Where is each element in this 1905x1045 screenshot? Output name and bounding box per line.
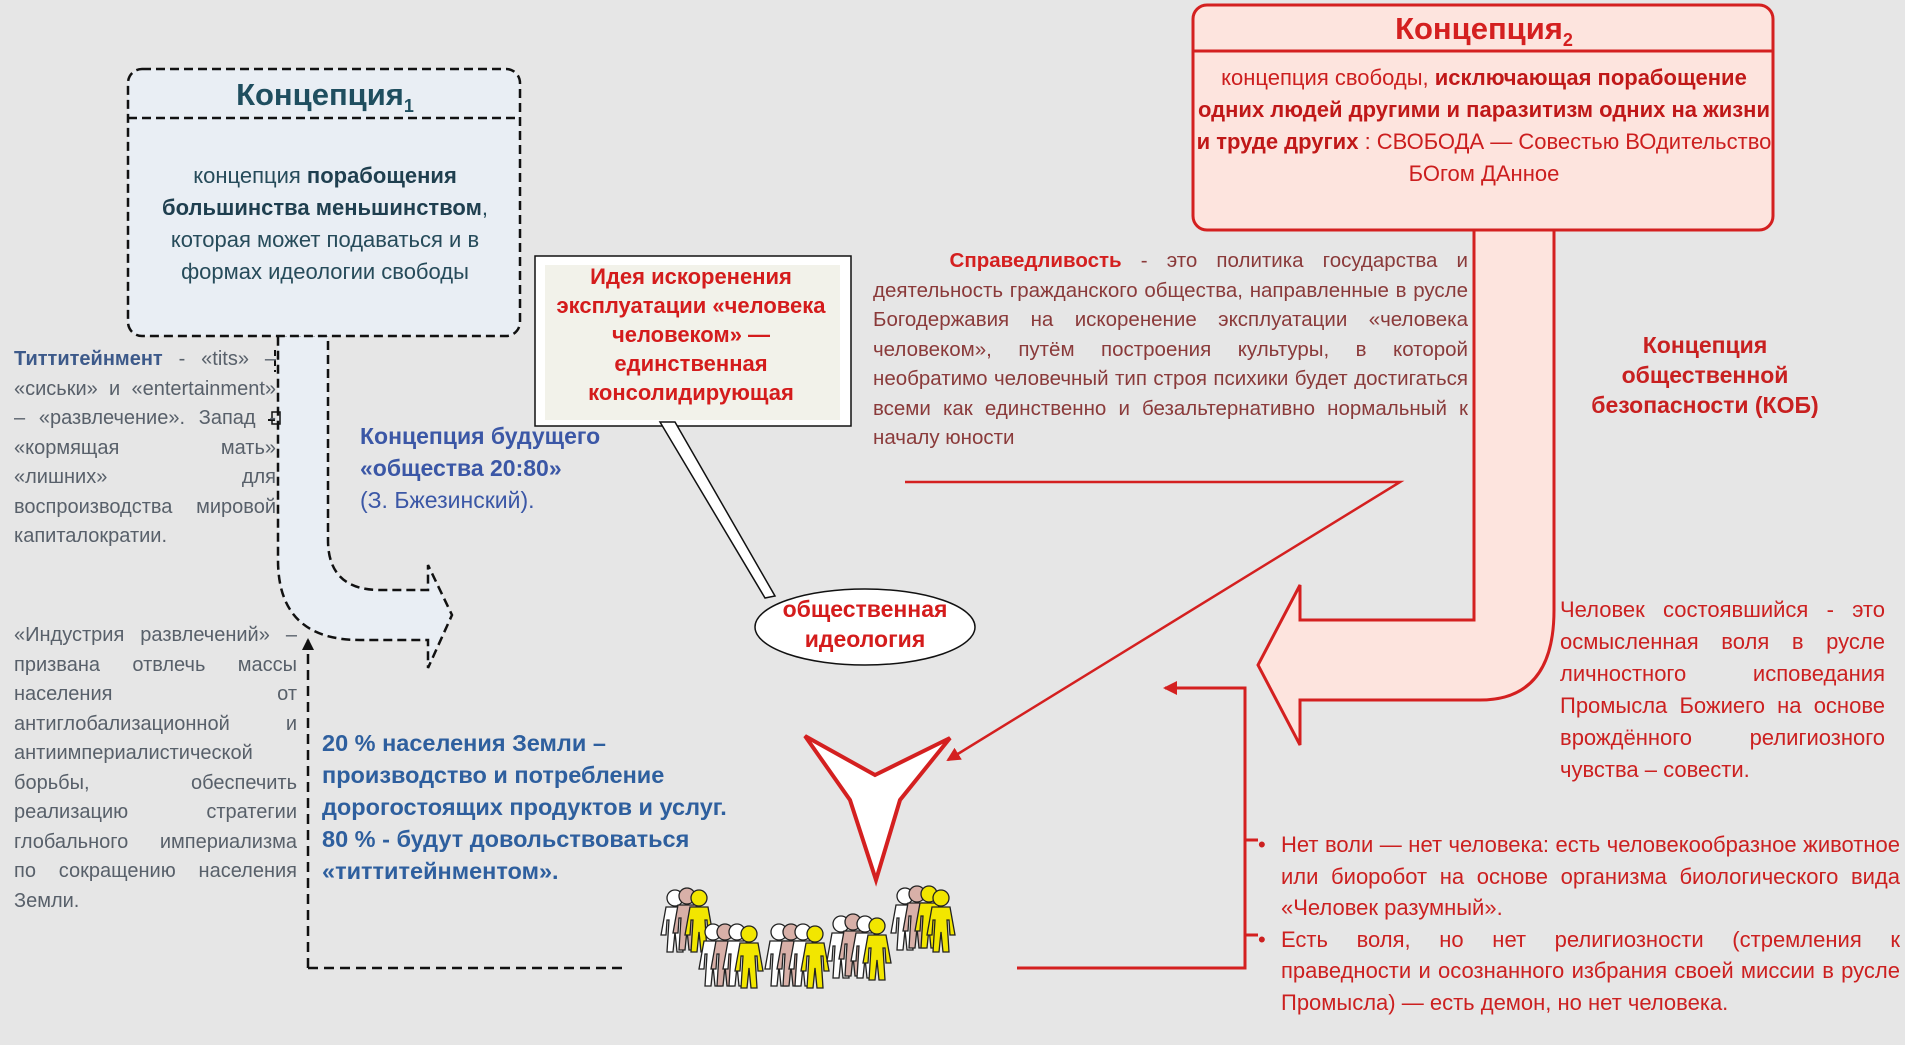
crowd-people-icon — [660, 885, 956, 989]
tittitainment-term: Титтитейнмент — [14, 348, 163, 370]
concept2-box — [1191, 3, 1775, 232]
justice-term: Справедливость — [949, 249, 1122, 272]
kob-label: Концепция общественной безопасности (КОБ… — [1591, 332, 1819, 418]
population-line1: 20 % населения Земли – производство и по… — [322, 730, 727, 820]
ideology-bubble — [754, 588, 976, 666]
future-concept-title: Концепция будущего «общества 20:80» — [360, 423, 601, 481]
concept1-body-pre: концепция — [193, 163, 307, 188]
tittitainment-paragraph: Титтитейнмент - «tits» – «сиськи» и «ent… — [14, 345, 276, 552]
person-paragraph: Человек состоявшийся - это осмысленная в… — [1560, 597, 1885, 782]
concept1-box — [126, 67, 522, 338]
future-concept-author: (З. Бжезинский). — [360, 487, 535, 513]
concept1-title-text: Концепция — [236, 77, 404, 112]
industry-paragraph: «Индустрия развлечений» – призвана отвле… — [14, 624, 297, 912]
concept1-title-sub: 1 — [403, 96, 414, 117]
concept2-body: концепция свободы, исключающая порабощен… — [1195, 62, 1773, 190]
concept1-curved-arrow — [276, 333, 454, 669]
ideology-bubble-text: общественная идеология — [782, 596, 948, 652]
population-line2: 80 % - будут довольствоваться «титтитейн… — [322, 826, 690, 884]
justice-text: - это политика государства и деятельност… — [873, 249, 1468, 449]
bullet-item: •Есть воля, но нет религиозности (стремл… — [1258, 926, 1900, 1015]
concept2-title-text: Концепция — [1395, 11, 1563, 46]
concept2-curved-arrow — [1256, 226, 1556, 746]
concept2-body-pre: концепция свободы, — [1221, 65, 1435, 90]
concept1-body-bold: порабощения большинства меньшинством — [162, 163, 482, 220]
tittitainment-text: - «tits» – «сиськи» и «entertainment» – … — [14, 348, 276, 547]
population-text: 20 % населения Земли – производство и по… — [322, 727, 742, 887]
concept2-body-bold: исключающая порабощение одних людей друг… — [1196, 65, 1770, 154]
idea-box-text: Идея искоренения эксплуатации «человека … — [556, 264, 826, 405]
bullet-text: Нет воли — нет человека: есть человекооб… — [1281, 832, 1900, 920]
concept2-body-post: : СВОБОДА — Совестью ВОдительство БОгом … — [1358, 129, 1772, 186]
future-concept: Концепция будущего «общества 20:80» (З. Б… — [360, 420, 620, 516]
concept2-title: Концепция2 — [1195, 9, 1773, 51]
concept1-body: концепция порабощения большинства меньши… — [130, 160, 520, 288]
bullet-item: •Нет воли — нет человека: есть человекоо… — [1258, 832, 1900, 920]
down-arrow — [803, 734, 952, 887]
bullet-text: Есть воля, но нет религиозности (стремле… — [1281, 926, 1900, 1015]
justice-paragraph: Справедливость - это политика государств… — [873, 246, 1468, 453]
will-bullets: •Нет воли — нет человека: есть человекоо… — [1255, 829, 1900, 1018]
concept1-body-post: , которая может подаваться и в формах ид… — [170, 195, 488, 284]
concept2-title-sub: 2 — [1562, 30, 1573, 51]
concept1-title: Концепция1 — [130, 74, 520, 116]
